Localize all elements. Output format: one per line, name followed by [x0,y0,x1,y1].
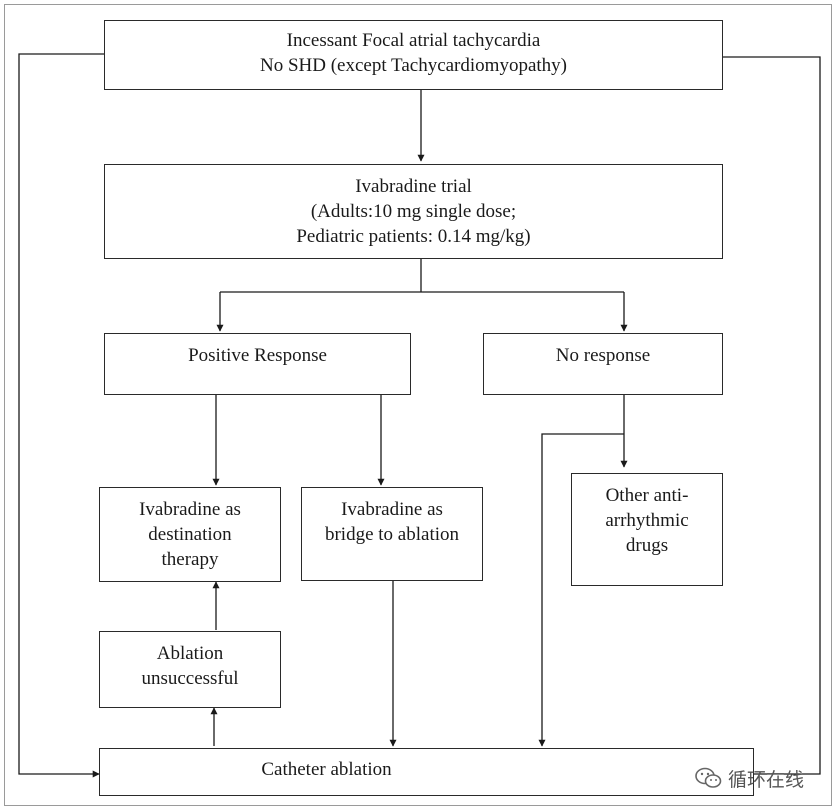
box-positive-response: Positive Response [104,333,411,395]
box-text: drugs [625,535,669,556]
box-incessant-fat: Incessant Focal atrial tachycardia No SH… [104,20,723,90]
box-text: Ivabradine as [139,499,241,520]
watermark-text: 循环在线 [728,768,805,791]
box-text: therapy [161,549,219,570]
arrow-left-loop [18,53,104,778]
box-other-antiarrhythmic: Other anti- arrhythmic drugs [571,473,723,586]
box-text: Pediatric patients: 0.14 mg/kg) [296,226,531,247]
box-text: Ivabradine as [341,499,443,520]
box-text: (Adults:10 mg single dose; [310,201,517,222]
arrow-noresponse-to-catheter [538,433,624,747]
box-catheter-ablation: Catheter ablation [99,748,754,796]
box-ablation-unsuccessful: Ablation unsuccessful [99,631,281,708]
box-text: Other anti- [605,485,689,506]
wechat-icon [695,767,722,788]
box-no-response: No response [483,333,723,395]
watermark: 循环在线 [694,760,824,796]
box-text: Ivabradine trial [355,176,472,197]
box-bridge-to-ablation: Ivabradine as bridge to ablation [301,487,483,581]
box-text: Positive Response [188,345,327,366]
box-text: Ablation [156,643,224,664]
box-text: unsuccessful [141,668,239,689]
box-destination-therapy: Ivabradine as destination therapy [99,487,281,582]
box-text: Catheter ablation [261,759,392,780]
figure-frame [4,4,832,806]
box-text: Incessant Focal atrial tachycardia [286,30,541,51]
box-text: bridge to ablation [324,524,460,545]
box-ivabradine-trial: Ivabradine trial (Adults:10 mg single do… [104,164,723,259]
box-text: arrhythmic [605,510,689,531]
box-text: No response [555,345,651,366]
box-text: No SHD (except Tachycardiomyopathy) [260,55,567,76]
box-text: destination [148,524,232,545]
line-right-loop [723,56,821,775]
